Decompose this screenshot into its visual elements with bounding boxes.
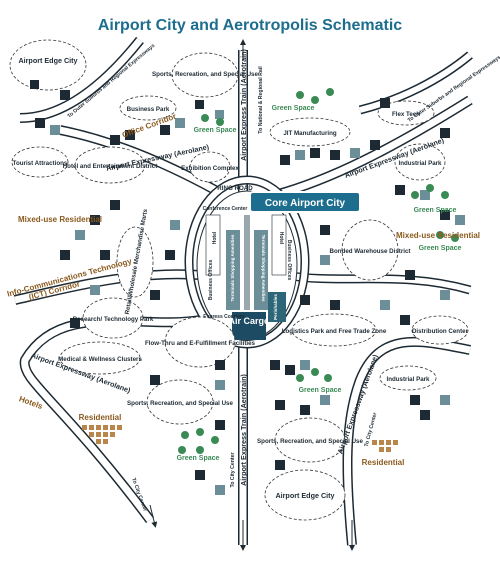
express-couriers-label: Express Couriers bbox=[203, 314, 245, 320]
core-airport-city: Air Cargo bbox=[196, 190, 298, 340]
sports-bottom-right-label: Sports, Recreation, and Special Use bbox=[257, 438, 363, 445]
flex-tech-label: Flex Tech bbox=[392, 111, 420, 118]
terminals-right-label: Terminals Shopping Amenities bbox=[261, 235, 266, 302]
perishables-label: Perishables bbox=[273, 294, 278, 320]
mixed-use-right-label: Mixed-use Residential bbox=[396, 231, 480, 240]
airport-edge-city-top-label: Airport Edge City bbox=[18, 56, 77, 65]
residential-right-label: Residential bbox=[362, 458, 405, 467]
industrial-park-bottom-label: Industrial Park bbox=[387, 376, 431, 383]
core-label: Core Airport City bbox=[265, 198, 346, 209]
tourist-attractions-label: Tourist Attractions bbox=[13, 160, 68, 167]
core-label-banner bbox=[249, 191, 361, 213]
exhibition-complex-label: Exhibition Complex bbox=[181, 165, 239, 172]
sports-bottom-left-label: Sports, Recreation, and Special Use bbox=[127, 400, 233, 407]
cluster-ovals bbox=[9, 39, 469, 521]
logistics-park-label: Logistics Park and Free Trade Zone bbox=[282, 328, 387, 335]
trees bbox=[178, 88, 459, 454]
diagram-title: Airport City and Aerotropolis Schematic bbox=[98, 17, 402, 34]
to-national-rail-label: To National & Regional Rail bbox=[258, 66, 264, 134]
residential-left-label: Residential bbox=[79, 413, 122, 422]
business-offices-left-label: Business Offices bbox=[208, 259, 214, 300]
conference-center-label: Conference Center bbox=[203, 206, 248, 212]
sports-top-label: Sports, Recreation, and Special Use bbox=[152, 71, 258, 78]
train-top-label: Airport Express Train (Aerotrain) bbox=[239, 48, 248, 160]
research-park-label: Research/ Technology Park bbox=[73, 316, 154, 323]
green-space-label-2: Green Space bbox=[194, 127, 237, 134]
hotel-left-label: Hotel bbox=[212, 231, 218, 244]
hotel-entertainment-label: Hotel and Entertainment District bbox=[63, 163, 158, 170]
business-park-label: Business Park bbox=[127, 106, 170, 113]
green-space-label-4: Green Space bbox=[419, 245, 462, 252]
ring-road-label: RING ROAD bbox=[217, 185, 253, 192]
svg-text:Air Cargo: Air Cargo bbox=[228, 316, 270, 326]
direction-arrows bbox=[149, 39, 355, 551]
air-cargo-block bbox=[232, 312, 266, 340]
green-space-label-5: Green Space bbox=[299, 387, 342, 394]
green-space-label-6: Green Space bbox=[177, 455, 220, 462]
residential-blocks bbox=[82, 425, 398, 452]
distribution-center-label: Distribution Center bbox=[412, 328, 469, 335]
airport-edge-city-bottom-label: Airport Edge City bbox=[275, 491, 334, 500]
air-cargo-label: Air Cargo bbox=[228, 316, 270, 326]
buildings bbox=[30, 80, 465, 495]
green-space-label-3: Green Space bbox=[414, 207, 457, 214]
green-space-label-1: Green Space bbox=[272, 105, 315, 112]
hotel-right-label: Hotel bbox=[278, 232, 284, 245]
train-bottom-label: Airport Express Train (Aerotrain) bbox=[239, 373, 248, 485]
flow-thru-label: Flow-Thru and E-Fulfillment Facilities bbox=[145, 340, 256, 347]
business-offices-right-label: Business Offices bbox=[286, 240, 292, 281]
medical-label: Medical & Wellness Clusters bbox=[58, 356, 142, 363]
bonded-warehouse-label: Bonded Warehouse District bbox=[330, 248, 411, 255]
industrial-park-right-label: Industrial Park bbox=[399, 160, 443, 167]
mixed-use-left-label: Mixed-use Residential bbox=[18, 215, 102, 224]
terminals-left-label: Terminals Shopping Amenities bbox=[230, 234, 235, 301]
jit-manufacturing-label: JIT Manufacturing bbox=[283, 130, 337, 137]
to-city-left-label: To City Center bbox=[230, 452, 236, 487]
